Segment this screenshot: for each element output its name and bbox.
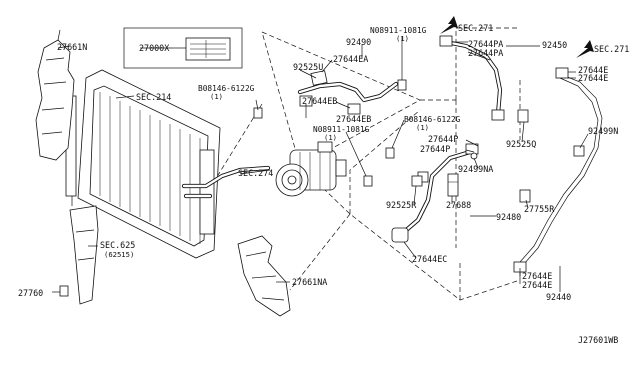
label-27644eb: 27644EB	[302, 96, 337, 106]
label-bolt-upper-qty: (1)	[210, 92, 223, 101]
label-sec271-upper: SEC.271	[458, 23, 493, 33]
label-27644ea: 27644EA	[333, 54, 368, 64]
label-92450: 92450	[542, 40, 567, 50]
diagram-id: J27601WB	[578, 335, 618, 345]
condenser-fins	[99, 92, 201, 244]
label-92480: 92480	[496, 212, 521, 222]
label-27644pa-1: 27644PA	[468, 39, 503, 49]
label-27661na: 27661NA	[292, 277, 327, 287]
label-sec625-sub: (62515)	[104, 250, 134, 259]
label-27688: 27688	[446, 200, 471, 210]
label-27000x: 27000X	[139, 43, 169, 53]
label-27644e-4: 27644E	[522, 280, 552, 290]
bracket-sec625	[69, 205, 99, 305]
label-sec214: SEC.214	[136, 92, 171, 102]
part-labels: 27661N 27000X SEC.214 B08146-6122G (1) 9…	[18, 23, 629, 345]
label-nut-08911-1081g-upper: N08911-1081G	[370, 26, 427, 35]
air-guide-27661n	[35, 29, 75, 161]
label-nut-upper-qty: (1)	[396, 34, 409, 43]
label-92499n: 92499N	[588, 126, 618, 136]
small-fasteners	[59, 79, 531, 297]
label-nut-lower-qty: (1)	[324, 133, 337, 142]
label-27000x-box	[123, 27, 243, 69]
pipe-92490	[297, 70, 399, 115]
sec271-arrow-upper	[440, 16, 458, 34]
label-bolt-lower-qty: (1)	[416, 123, 429, 132]
hose-92450	[439, 35, 505, 121]
label-bolt-08146-6122g-lower: B08146-6122G	[404, 115, 461, 124]
label-27644e-1: 27644E	[578, 65, 608, 75]
pipe-92440	[513, 67, 603, 273]
label-92525u: 92525U	[293, 62, 323, 72]
label-27661n: 27661N	[57, 42, 87, 52]
label-92499na: 92499NA	[458, 164, 493, 174]
label-27644e-3: 27644E	[522, 271, 552, 281]
pipe-condenser-to-compressor	[181, 165, 271, 199]
label-27644e-2: 27644E	[578, 73, 608, 83]
sec271-arrow-right	[576, 40, 594, 58]
label-nut-08911-1081g-lower: N08911-1081G	[313, 125, 370, 134]
pipe-92480	[391, 143, 479, 243]
leader-lines	[52, 36, 589, 293]
label-sec271-right: SEC.271	[594, 44, 629, 54]
label-bolt-08146-6122g-upper: B08146-6122G	[198, 84, 255, 93]
label-27644ec: 27644EC	[412, 254, 447, 264]
label-27760: 27760	[18, 288, 43, 298]
label-27644pa-2: 27644PA	[468, 48, 503, 58]
compressor	[275, 141, 347, 197]
label-sec625: SEC.625	[100, 240, 135, 250]
air-guide-27661na	[237, 235, 291, 317]
label-92440: 92440	[546, 292, 571, 302]
label-92490: 92490	[346, 37, 371, 47]
label-27644p-2: 27644P	[420, 144, 450, 154]
condenser-assembly	[65, 69, 221, 259]
label-27644p-1: 27644P	[428, 134, 458, 144]
label-92525r: 92525R	[386, 200, 417, 210]
bracket-27688	[447, 173, 459, 197]
label-27644eb-2: 27644EB	[336, 114, 371, 124]
label-sec274: SEC.274	[238, 168, 273, 178]
label-92525q: 92525Q	[506, 139, 536, 149]
label-27755r: 27755R	[524, 204, 555, 214]
